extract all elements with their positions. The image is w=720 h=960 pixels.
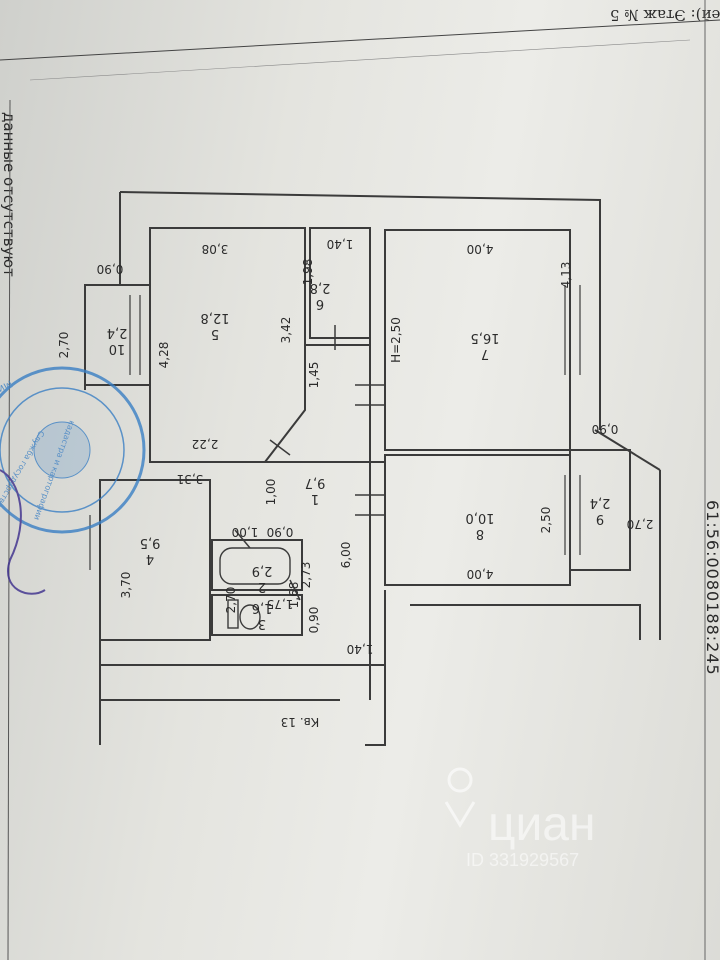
dim-0-90-mid: 0,90 bbox=[267, 525, 294, 539]
room-5-walls bbox=[149, 227, 306, 463]
watermark-brand: циан bbox=[488, 798, 596, 851]
dim-2-70-right: 2,70 bbox=[627, 517, 654, 531]
cian-watermark: циан ID 331929567 bbox=[444, 767, 596, 870]
stamp-text-1: Министерство экономического bbox=[0, 377, 14, 468]
room-4-label: 49,5 bbox=[140, 535, 161, 566]
dim-0-90-small: 0,90 bbox=[307, 607, 321, 634]
room-7-walls bbox=[384, 229, 571, 451]
dim-0-90-right: 0,90 bbox=[592, 422, 619, 436]
dim-4-13: 4,13 bbox=[559, 262, 573, 289]
dim-3-08: 3,08 bbox=[202, 242, 229, 256]
room-3-walls bbox=[211, 594, 303, 636]
left-rule bbox=[7, 99, 11, 960]
neighbor-apartment-label: Кв. 13 bbox=[281, 715, 320, 729]
room-3-label: 31,6 bbox=[252, 600, 273, 631]
room-8-label: 810,0 bbox=[466, 510, 495, 541]
dim-4-28: 4,28 bbox=[157, 342, 171, 369]
dim-3-31: 3,31 bbox=[177, 472, 204, 486]
dim-2-70-left: 2,70 bbox=[57, 332, 71, 359]
location-pin-icon bbox=[444, 767, 476, 828]
balcony-9-walls bbox=[569, 449, 631, 571]
dim-4-00-top: 4,00 bbox=[467, 242, 494, 256]
dim-1-98: 1,98 bbox=[301, 259, 315, 286]
walls bbox=[84, 191, 661, 746]
room-2-walls bbox=[211, 539, 303, 591]
loggia-10-walls bbox=[84, 284, 151, 386]
dim-2-70-bath: 2,70 bbox=[224, 587, 238, 614]
room-labels: 716,5 810,0 512,8 62,8 102,4 19,7 49,5 2… bbox=[107, 280, 611, 631]
dim-6-00: 6,00 bbox=[339, 542, 353, 569]
bathtub-icon bbox=[219, 547, 291, 585]
watermark-id: ID 331929567 bbox=[466, 850, 579, 870]
room-7-label: 716,5 bbox=[471, 330, 500, 361]
room-2-label: 22,9 bbox=[252, 563, 273, 594]
dim-1-40-bottom: 1,40 bbox=[347, 642, 374, 656]
dim-height: H=2,50 bbox=[389, 317, 403, 363]
door-ticks bbox=[234, 325, 385, 601]
dim-2-22: 2,22 bbox=[192, 437, 219, 451]
dim-1-45: 1,45 bbox=[307, 362, 321, 389]
dim-1-00-b: 1,00 bbox=[232, 525, 259, 539]
room-6-label: 62,8 bbox=[310, 280, 331, 311]
toilet-icon bbox=[239, 604, 261, 630]
room-10-label: 102,4 bbox=[107, 325, 128, 356]
dim-3-70: 3,70 bbox=[119, 572, 133, 599]
windows bbox=[89, 285, 581, 570]
dimension-labels: 4,00 4,13 H=2,50 1,40 3,08 0,90 1,98 3,4… bbox=[57, 237, 653, 729]
wall-top bbox=[119, 191, 601, 430]
dim-1-75: 1,75 bbox=[267, 597, 294, 611]
dim-1-40-top: 1,40 bbox=[327, 237, 354, 251]
dim-1-68: 1,68 bbox=[287, 582, 301, 609]
fixtures bbox=[219, 547, 291, 630]
header-rule bbox=[0, 19, 720, 61]
room-5-label: 512,8 bbox=[201, 310, 230, 341]
header-thin-rule bbox=[29, 39, 691, 81]
dim-2-50: 2,50 bbox=[539, 507, 553, 534]
dim-4-00-bottom: 4,00 bbox=[467, 567, 494, 581]
room-9-label: 92,4 bbox=[590, 495, 611, 526]
dim-3-42: 3,42 bbox=[279, 317, 293, 344]
signature-scribble bbox=[0, 469, 46, 595]
dim-1-00-a: 1,00 bbox=[264, 479, 278, 506]
dim-0-90-left: 0,90 bbox=[97, 262, 124, 276]
sink-icon bbox=[227, 599, 239, 629]
dim-2-73: 2,73 bbox=[299, 562, 313, 589]
room-1-label: 19,7 bbox=[305, 475, 326, 506]
